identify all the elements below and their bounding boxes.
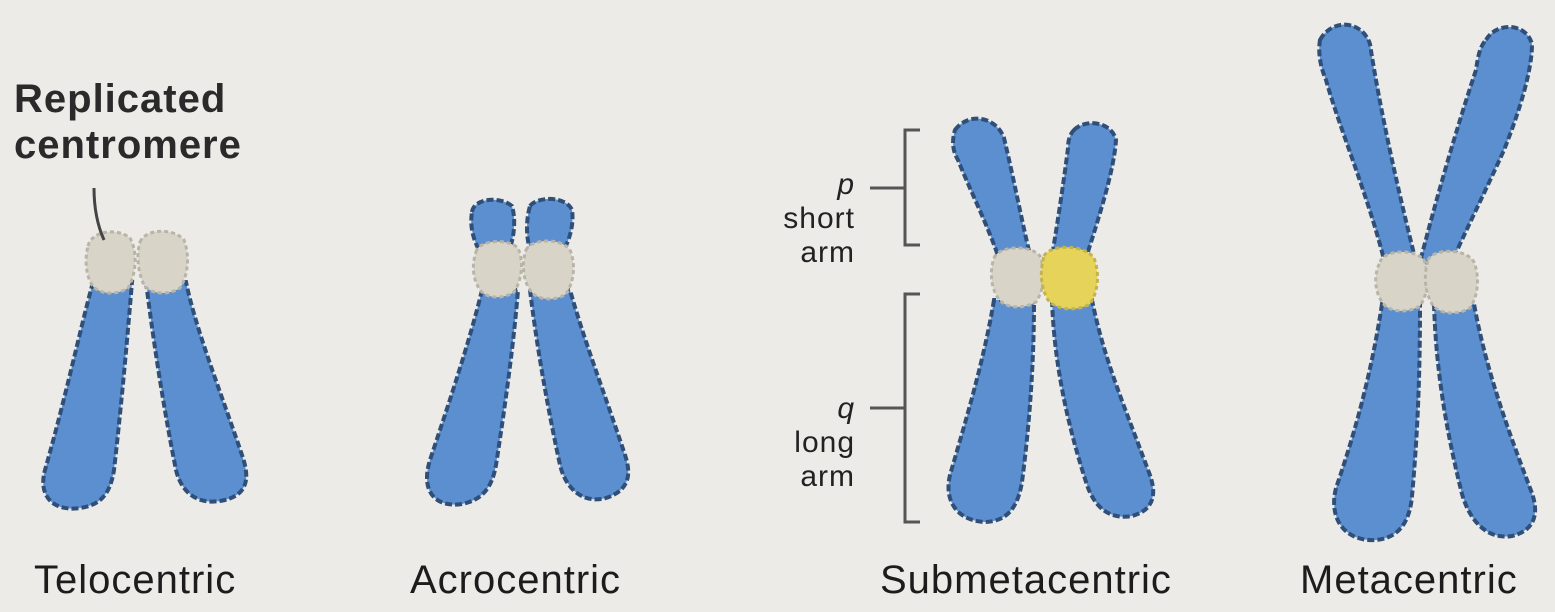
acrocentric-left-short-arm xyxy=(471,200,514,248)
metacentric-label: Metacentric xyxy=(1300,558,1518,603)
metacentric-left-upper-arm xyxy=(1319,25,1416,268)
telocentric-left-centromere xyxy=(86,232,135,293)
submetacentric-left-lower-arm xyxy=(948,300,1034,522)
q-arm-symbol: q xyxy=(735,392,855,426)
metacentric-left-centromere xyxy=(1376,252,1428,311)
arm-brackets xyxy=(870,130,920,522)
telocentric-left-chromatid xyxy=(43,282,132,509)
q-arm-text-2: arm xyxy=(735,460,855,494)
annotation-pointer-line xyxy=(94,188,104,240)
p-arm-label: p short arm xyxy=(735,168,855,270)
acrocentric-right-centromere xyxy=(523,241,573,299)
submetacentric-label: Submetacentric xyxy=(880,558,1172,603)
submetacentric-right-centromere xyxy=(1041,247,1097,309)
submetacentric-left-upper-arm xyxy=(953,119,1030,262)
q-arm-label: q long arm xyxy=(735,392,855,494)
metacentric-right-lower-arm xyxy=(1434,304,1535,537)
metacentric-left-lower-arm xyxy=(1334,304,1420,540)
p-arm-symbol: p xyxy=(735,168,855,202)
submetacentric-right-lower-arm xyxy=(1052,300,1153,517)
acrocentric-chromosome xyxy=(427,199,628,505)
p-arm-text-2: arm xyxy=(735,236,855,270)
annotation-line-1: Replicated xyxy=(14,76,242,122)
submetacentric-chromosome xyxy=(948,119,1153,522)
telocentric-right-centromere xyxy=(138,231,188,293)
acrocentric-right-long-arm xyxy=(530,290,628,499)
metacentric-right-upper-arm xyxy=(1420,27,1532,266)
p-arm-bracket xyxy=(905,130,920,245)
submetacentric-left-centromere xyxy=(991,248,1043,307)
p-arm-text-1: short xyxy=(735,202,855,236)
telocentric-right-chromatid xyxy=(146,282,246,502)
q-arm-text-1: long xyxy=(735,426,855,460)
submetacentric-right-upper-arm xyxy=(1052,123,1116,258)
acrocentric-label: Acrocentric xyxy=(410,558,621,603)
telocentric-label: Telocentric xyxy=(34,558,236,603)
metacentric-chromosome xyxy=(1319,25,1535,540)
q-arm-bracket xyxy=(905,294,920,522)
centromere-annotation: Replicated centromere xyxy=(14,76,242,168)
metacentric-right-centromere xyxy=(1425,251,1477,313)
annotation-line-2: centromere xyxy=(14,122,242,168)
acrocentric-left-centromere xyxy=(473,242,521,297)
acrocentric-left-long-arm xyxy=(427,290,518,505)
telocentric-chromosome xyxy=(43,231,246,508)
